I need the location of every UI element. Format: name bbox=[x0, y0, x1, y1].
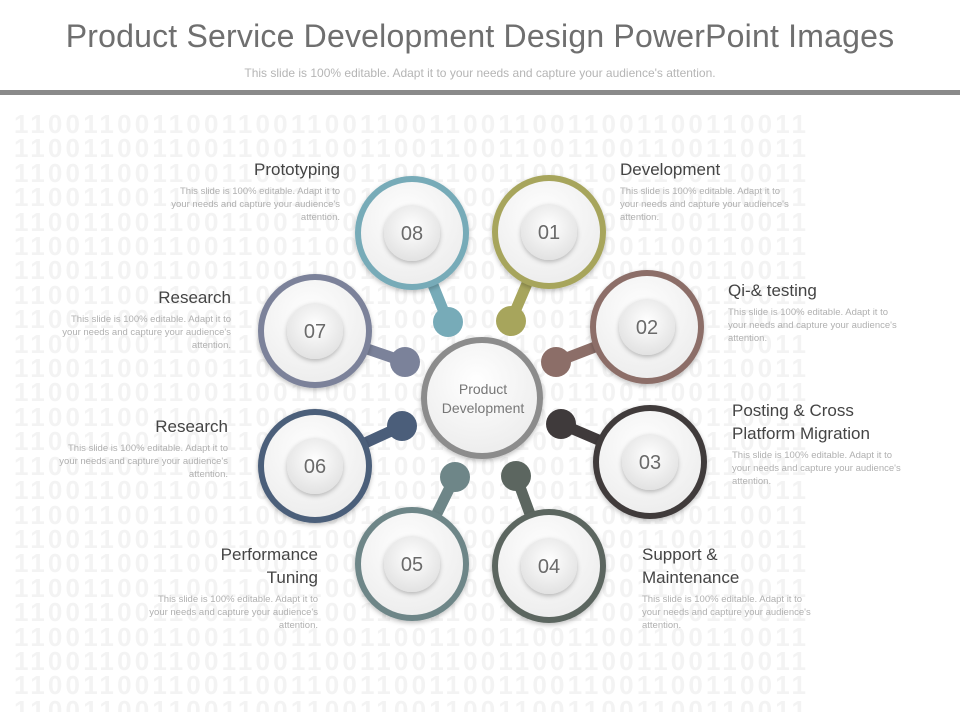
step-number-05: 05 bbox=[401, 554, 423, 576]
step-description: This slide is 100% editable. Adapt it to… bbox=[62, 314, 231, 351]
center-label-line2: Development bbox=[442, 400, 525, 416]
step-title: Qi-& testing bbox=[728, 281, 817, 300]
step-number-04: 04 bbox=[538, 556, 560, 578]
step-number-bubble-04 bbox=[521, 538, 577, 594]
step-label-01: Development This slide is 100% editable.… bbox=[620, 158, 820, 224]
center-hub: Product Development bbox=[421, 337, 543, 459]
step-title: Prototyping bbox=[254, 160, 340, 179]
connector-knob-02 bbox=[541, 347, 571, 377]
step-label-06: Research This slide is 100% editable. Ad… bbox=[28, 415, 228, 481]
step-circle-layer: 01 02 03 04 05 06 07 08 bbox=[258, 175, 707, 623]
step-label-04: Support & Maintenance This slide is 100%… bbox=[642, 543, 842, 632]
step-number-08: 08 bbox=[401, 223, 423, 245]
connector-knob-06 bbox=[387, 411, 417, 441]
step-number-07: 07 bbox=[304, 321, 326, 343]
step-label-05: Performance Tuning This slide is 100% ed… bbox=[118, 543, 318, 632]
step-title: Posting & Cross Platform Migration bbox=[732, 401, 870, 443]
step-number-bubble-06 bbox=[287, 438, 343, 494]
step-title: Support & Maintenance bbox=[642, 545, 740, 587]
step-number-bubble-02 bbox=[619, 299, 675, 355]
center-hub-disc bbox=[427, 343, 537, 453]
step-number-02: 02 bbox=[636, 317, 658, 339]
center-label-line1: Product bbox=[459, 381, 507, 397]
step-title: Research bbox=[158, 288, 231, 307]
step-description: This slide is 100% editable. Adapt it to… bbox=[171, 186, 340, 223]
step-title: Development bbox=[620, 160, 721, 179]
step-description: This slide is 100% editable. Adapt it to… bbox=[728, 307, 897, 344]
step-description: This slide is 100% editable. Adapt it to… bbox=[642, 594, 811, 631]
connector-knob-07 bbox=[390, 347, 420, 377]
step-label-08: Prototyping This slide is 100% editable.… bbox=[140, 158, 340, 224]
step-number-01: 01 bbox=[538, 222, 560, 244]
title-divider bbox=[0, 90, 960, 95]
step-number-bubble-05 bbox=[384, 536, 440, 592]
step-title: Research bbox=[155, 417, 228, 436]
connector-knob-05 bbox=[440, 462, 470, 492]
step-description: This slide is 100% editable. Adapt it to… bbox=[59, 443, 228, 480]
step-label-07: Research This slide is 100% editable. Ad… bbox=[31, 286, 231, 352]
step-number-bubble-08 bbox=[384, 205, 440, 261]
connector-knob-03 bbox=[546, 409, 576, 439]
step-label-03: Posting & Cross Platform Migration This … bbox=[732, 399, 942, 488]
slide-subtitle: This slide is 100% editable. Adapt it to… bbox=[244, 66, 716, 80]
step-description: This slide is 100% editable. Adapt it to… bbox=[732, 450, 901, 487]
step-label-02: Qi-& testing This slide is 100% editable… bbox=[728, 279, 928, 345]
slide-title: Product Service Development Design Power… bbox=[65, 18, 895, 54]
step-number-06: 06 bbox=[304, 456, 326, 478]
step-title: Performance Tuning bbox=[220, 545, 318, 587]
step-number-03: 03 bbox=[639, 452, 661, 474]
step-number-bubble-01 bbox=[521, 204, 577, 260]
connector-knob-08 bbox=[433, 307, 463, 337]
step-number-bubble-03 bbox=[622, 434, 678, 490]
step-number-bubble-07 bbox=[287, 303, 343, 359]
step-description: This slide is 100% editable. Adapt it to… bbox=[149, 594, 318, 631]
connector-knob-04 bbox=[501, 461, 531, 491]
step-description: This slide is 100% editable. Adapt it to… bbox=[620, 186, 789, 223]
connector-knob-01 bbox=[496, 306, 526, 336]
